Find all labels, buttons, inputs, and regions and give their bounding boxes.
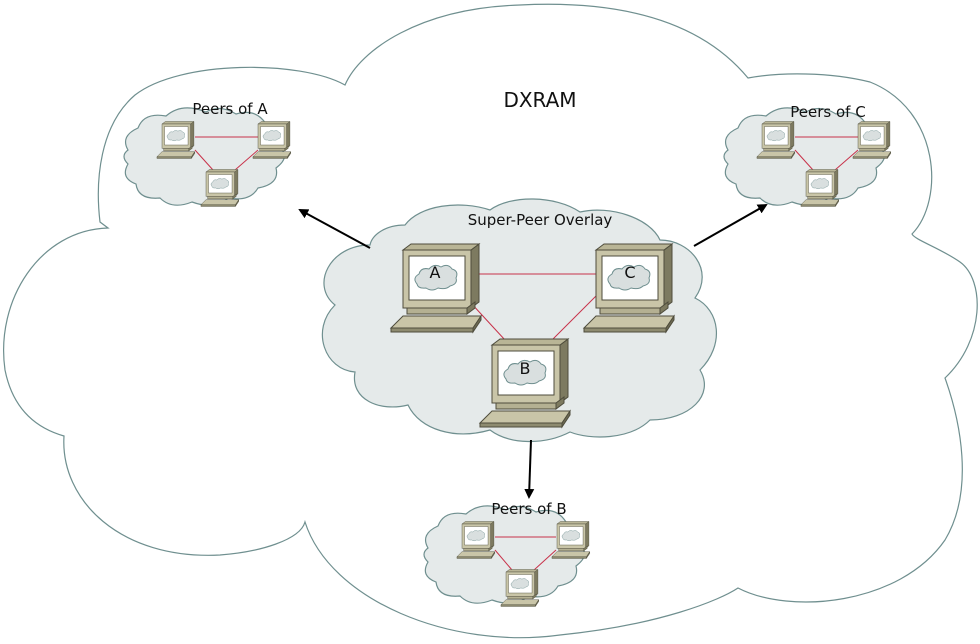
super-peer-a-label: A	[430, 263, 441, 282]
peers-of-b-label: Peers of B	[491, 500, 566, 518]
super-peer-c-label: C	[624, 263, 635, 282]
link-a-b	[469, 301, 506, 341]
peers-of-a-group	[123, 107, 291, 207]
peer-computer	[800, 169, 839, 207]
peer-computer	[551, 521, 590, 559]
peer-computer	[500, 569, 539, 607]
peers-of-c-group	[723, 107, 891, 207]
link-c-b	[551, 293, 599, 341]
peer-computer	[200, 169, 239, 207]
super-peer-c	[583, 243, 675, 333]
arrow-to-peers-c	[693, 204, 768, 247]
super-peer-a	[390, 243, 482, 333]
arrow-to-peers-a	[298, 209, 371, 249]
peer-computer	[156, 121, 195, 159]
peers-of-b-group	[423, 505, 590, 607]
peers-of-a-label: Peers of A	[192, 100, 268, 118]
arrow-to-peers-b	[524, 439, 535, 499]
peer-computer	[852, 121, 891, 159]
overlay-label: Super-Peer Overlay	[468, 211, 613, 229]
super-peer-b	[479, 338, 571, 428]
super-peer-b-label: B	[520, 359, 531, 378]
peers-of-c-label: Peers of C	[790, 103, 865, 121]
peer-computer	[252, 121, 291, 159]
peer-computer	[456, 521, 495, 559]
peer-computer	[756, 121, 795, 159]
dxram-title: DXRAM	[503, 88, 576, 112]
